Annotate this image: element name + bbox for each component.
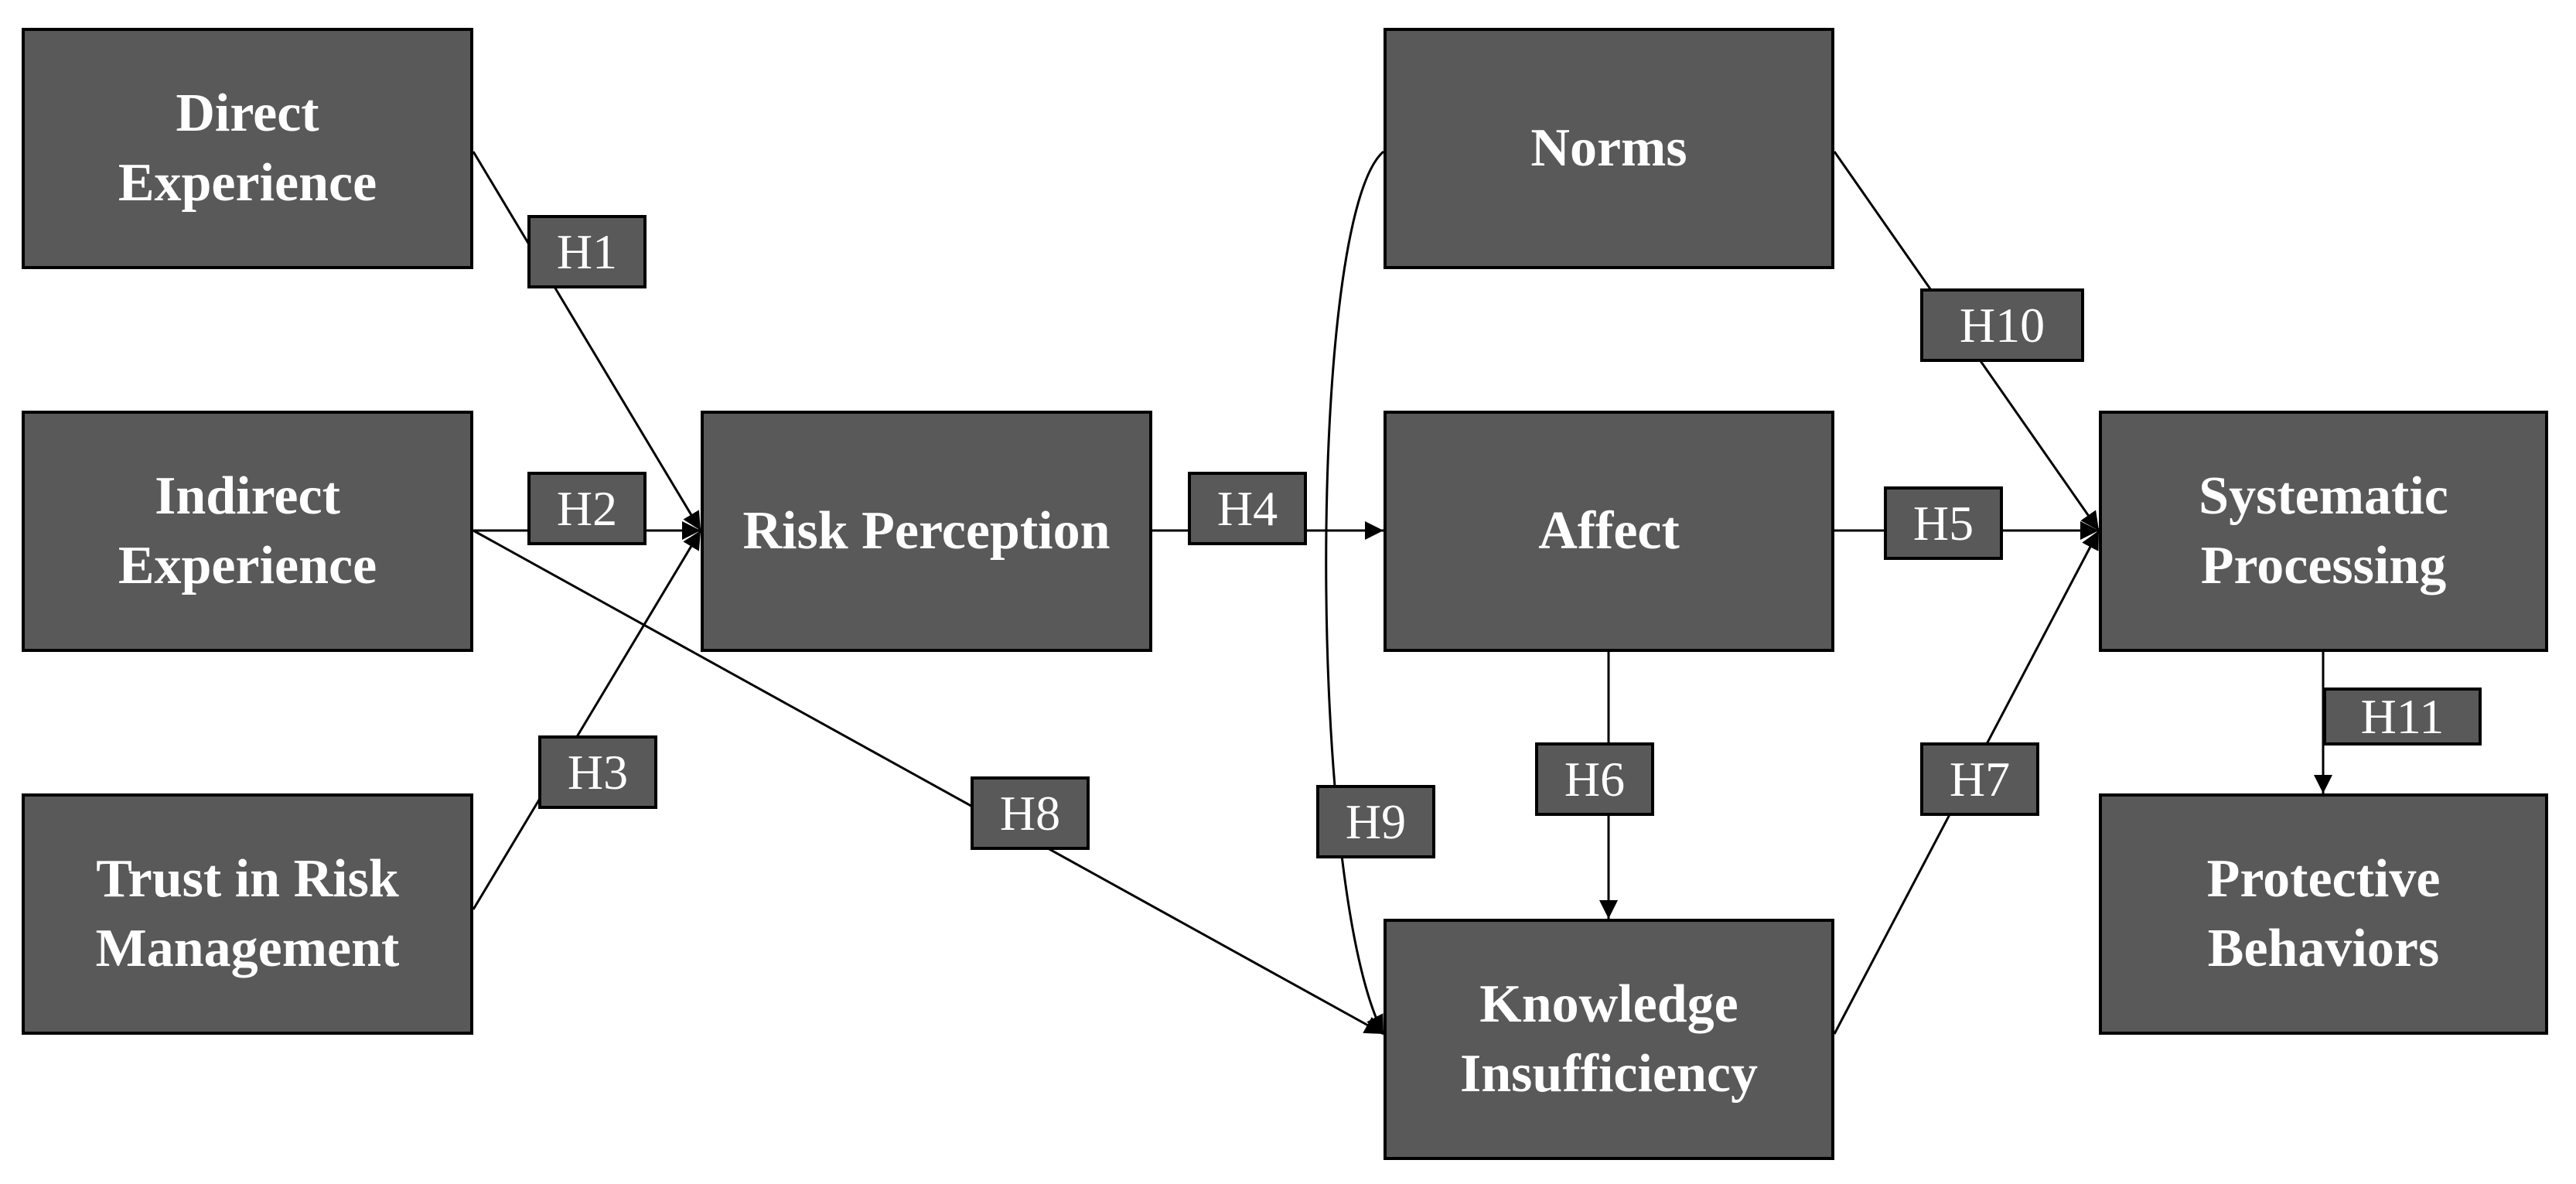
node-protective-behaviors-label: Protective Behaviors [2207,844,2441,984]
hypothesis-label-h5: H5 [1884,486,2003,560]
edge-h9 [1325,150,1385,1035]
node-affect: Affect [1384,411,1834,652]
hypothesis-text: H3 [567,744,629,800]
hypothesis-text: H7 [1949,751,2011,807]
hypothesis-label-h2: H2 [527,472,647,545]
node-label-line: Experience [118,536,377,595]
node-systematic-processing-label: Systematic Processing [2199,462,2448,601]
hypothesis-label-h8: H8 [971,776,1090,850]
hypothesis-label-h11: H11 [2323,688,2482,746]
node-label-line: Knowledge [1479,974,1738,1034]
hypothesis-label-h9: H9 [1316,785,1435,858]
node-label-line: Management [95,919,400,978]
node-risk-perception-label: Risk Perception [742,496,1110,566]
node-label-line: Processing [2200,536,2447,595]
hypothesis-label-h3: H3 [538,735,657,809]
node-label-line: Behaviors [2207,919,2440,978]
hypothesis-label-h6: H6 [1535,742,1654,816]
hypothesis-label-h1: H1 [527,215,647,288]
node-label-line: Indirect [155,466,340,526]
node-indirect-experience-label: Indirect Experience [118,462,377,601]
node-label-line: Insufficiency [1460,1044,1758,1104]
hypothesis-text: H6 [1564,751,1626,807]
node-direct-experience: Direct Experience [22,28,473,269]
node-norms-label: Norms [1530,114,1687,183]
node-label-line: Risk Perception [742,501,1111,561]
hypothesis-label-h10: H10 [1920,288,2084,362]
edge-h1 [472,151,702,531]
node-label-line: Norms [1530,118,1687,178]
node-knowledge-insufficiency: Knowledge Insufficiency [1384,919,1834,1160]
hypothesis-text: H2 [556,480,618,536]
node-norms: Norms [1384,28,1834,269]
edge-h8 [473,529,1384,1036]
hypothesis-text: H11 [2360,688,2445,744]
hypothesis-text: H1 [556,223,618,279]
node-protective-behaviors: Protective Behaviors [2099,793,2548,1035]
hypothesis-text: H5 [1912,495,1974,551]
edge-h3 [472,530,702,910]
node-trust-in-risk-management-label: Trust in Risk Management [96,844,400,984]
node-label-line: Affect [1538,501,1680,561]
node-affect-label: Affect [1538,496,1680,566]
node-knowledge-insufficiency-label: Knowledge Insufficiency [1460,970,1758,1109]
node-label-line: Direct [176,84,319,143]
node-label-line: Protective [2206,849,2441,909]
node-indirect-experience: Indirect Experience [22,411,473,652]
hypothesis-label-h4: H4 [1188,472,1307,545]
node-systematic-processing: Systematic Processing [2099,411,2548,652]
hypothesis-label-h7: H7 [1920,742,2039,816]
node-trust-in-risk-management: Trust in Risk Management [22,793,473,1035]
hypothesis-text: H9 [1345,793,1407,849]
node-risk-perception: Risk Perception [701,411,1152,652]
node-label-line: Trust in Risk [96,849,399,909]
hypothesis-text: H4 [1216,480,1278,536]
node-label-line: Experience [118,153,377,213]
hypothesis-text: H10 [1959,297,2045,353]
hypothesis-text: H8 [999,785,1061,841]
node-direct-experience-label: Direct Experience [118,79,377,218]
node-label-line: Systematic [2199,466,2448,526]
